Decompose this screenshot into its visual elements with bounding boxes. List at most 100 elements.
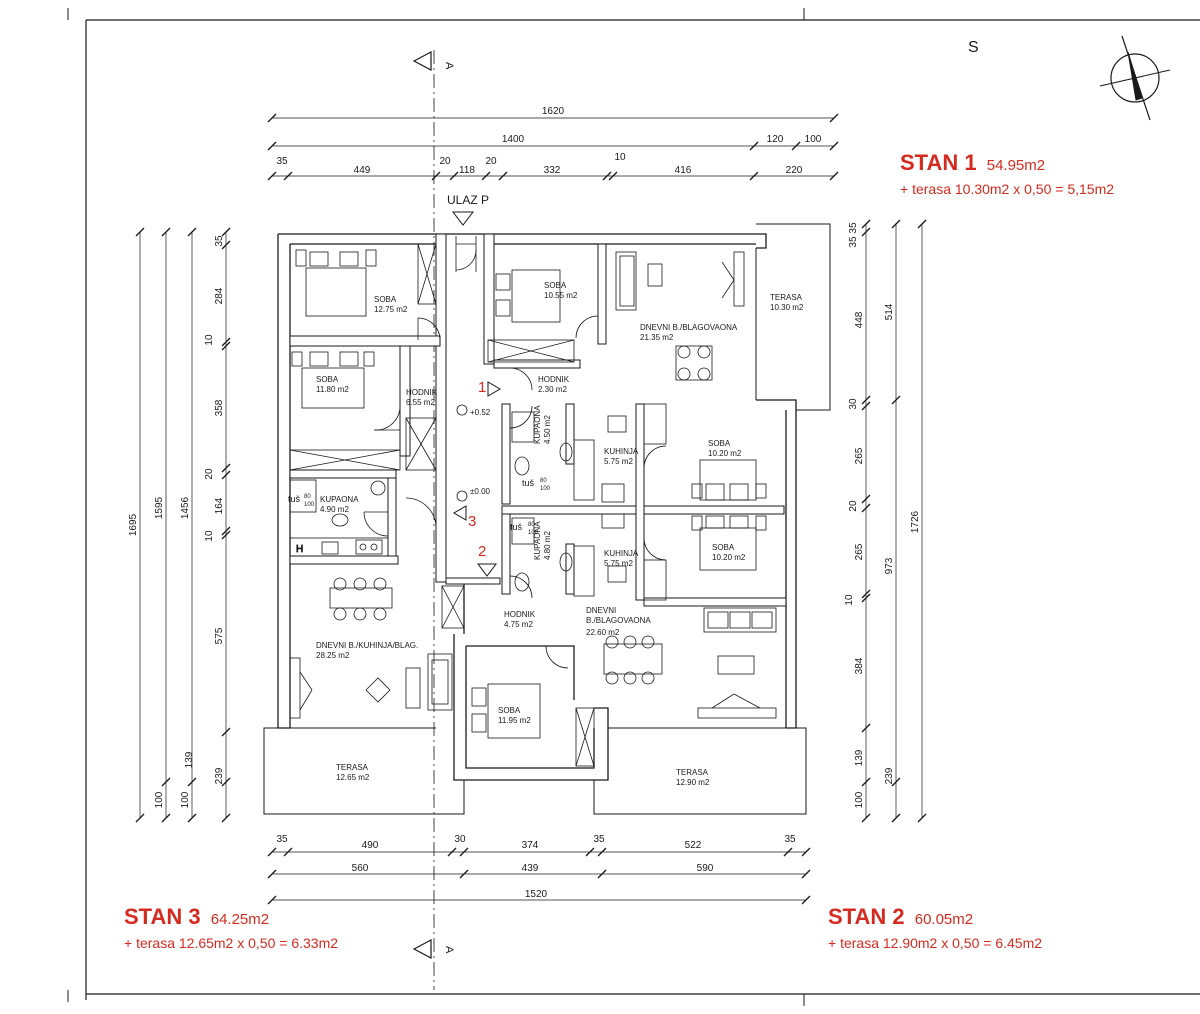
- room-area: B./BLAGOVAONA: [586, 616, 651, 625]
- dim-right-514: 514: [884, 303, 895, 320]
- room-name: DNEVNI B./KUHINJA/BLAG.: [316, 641, 418, 650]
- room-name: KUPAONA: [533, 405, 542, 444]
- stair-mark-2: 2: [478, 543, 486, 560]
- tus-label: tuš: [288, 494, 301, 504]
- room-name: KUPAONA: [533, 521, 542, 560]
- dim-top-row: 449: [354, 165, 371, 176]
- stair-mark-1: 1: [478, 379, 486, 396]
- sheet-frame: [67, 8, 1200, 1006]
- room-name: KUHINJA: [604, 447, 639, 456]
- top-dimension-texts: 1620 1400 120 100 35 449 20 118 20 332 1…: [276, 106, 821, 176]
- dim-left-mid: 1595: [154, 496, 165, 519]
- dim-right-total: 1726: [910, 510, 921, 533]
- dim-right-chain: 35: [848, 222, 859, 234]
- dim-right-chain: 100: [854, 791, 865, 808]
- dim-bottom-row1: 35: [276, 834, 288, 845]
- apartment-summary-stan1: STAN 1 54.95m2 + terasa 10.30m2 x 0,50 =…: [900, 150, 1114, 197]
- stair-arrow-icon: [477, 563, 497, 577]
- window-openings: [289, 236, 667, 767]
- left-dimension-texts: 1695 1595 100 1456 100 35 284 10 358 20 …: [128, 235, 225, 808]
- dim-right-973: 973: [884, 557, 895, 574]
- dim-bottom-row1: 30: [454, 834, 466, 845]
- room-name: TERASA: [336, 763, 369, 772]
- dim-bottom-total: 1520: [525, 889, 548, 900]
- bottom-dimension-lines: [267, 847, 811, 905]
- room-area: 10.30 m2: [770, 303, 804, 312]
- stan2-area: 60.05m2: [915, 911, 973, 928]
- apartment-summary-stan3: STAN 3 64.25m2 + terasa 12.65m2 x 0,50 =…: [124, 904, 338, 951]
- dim-left-100a: 100: [154, 791, 165, 808]
- tus-label: tuš: [522, 478, 535, 488]
- stan2-title: STAN 2: [828, 904, 905, 929]
- dim-top-row: 220: [786, 165, 803, 176]
- dim-top-total: 1620: [542, 106, 565, 117]
- tus-dim-bottom: 100: [304, 502, 315, 508]
- room-area: 4.90 m2: [320, 505, 349, 514]
- dim-left-chain: 284: [214, 287, 225, 304]
- stan3-terrace: + terasa 12.65m2 x 0,50 = 6.33m2: [124, 935, 338, 951]
- stan3-area: 64.25m2: [211, 911, 269, 928]
- room-name: SOBA: [708, 439, 731, 448]
- room-area: 10.20 m2: [708, 449, 742, 458]
- svg-text:STAN 2 60.05m2: STAN 2 60.05m2: [828, 904, 973, 929]
- section-marker-bottom: A: [443, 946, 455, 954]
- room-name: HODNIK: [504, 610, 536, 619]
- top-dimension-lines: [267, 113, 839, 181]
- dim-right-chain: 30: [848, 398, 859, 410]
- dim-top-mid: 1400: [502, 134, 525, 145]
- dim-top-row: 118: [459, 165, 475, 176]
- stair-arrow-icon: [453, 505, 467, 521]
- dim-left-chain: 10: [204, 530, 215, 542]
- level-zero: ±0.00: [470, 487, 491, 496]
- dim-top-row: 35: [276, 156, 288, 167]
- room-area: 12.90 m2: [676, 778, 710, 787]
- room-area: 5.75 m2: [604, 559, 633, 568]
- stan2-terrace: + terasa 12.90m2 x 0,50 = 6.45m2: [828, 935, 1042, 951]
- furniture: H: [289, 249, 777, 739]
- svg-text:STAN 3 64.25m2: STAN 3 64.25m2: [124, 904, 269, 929]
- room-name: TERASA: [770, 293, 803, 302]
- room-name: SOBA: [712, 543, 735, 552]
- tus-dim-top: 80: [540, 478, 547, 484]
- apartment-summary-stan2: STAN 2 60.05m2 + terasa 12.90m2 x 0,50 =…: [828, 904, 1042, 951]
- room-area: 21.35 m2: [640, 333, 674, 342]
- room-name: TERASA: [676, 768, 709, 777]
- entrance-arrow-icon: [451, 211, 475, 226]
- room-area: 28.25 m2: [316, 651, 350, 660]
- room-name: DNEVNI B./BLAGOVAONA: [640, 323, 738, 332]
- dim-top-row: 20: [485, 156, 497, 167]
- dim-right-chain: 20: [848, 500, 859, 512]
- dim-top-120: 120: [767, 134, 784, 145]
- dim-right-chain: 139: [854, 749, 865, 766]
- tus-dim-bottom: 100: [528, 530, 539, 536]
- room-area: 4.75 m2: [504, 620, 533, 629]
- section-marker-top: A: [443, 62, 455, 70]
- room-area: 2.30 m2: [538, 385, 567, 394]
- svg-text:STAN 1 54.95m2: STAN 1 54.95m2: [900, 150, 1045, 175]
- room-area: 10.20 m2: [712, 553, 746, 562]
- right-dimension-texts: 35 35 448 30 265 20 265 10 384 139 100 5…: [844, 222, 921, 808]
- dim-bottom-row2: 439: [522, 863, 539, 874]
- level-plus: +0.52: [470, 408, 491, 417]
- section-line-a: [412, 50, 435, 990]
- room-name: SOBA: [498, 706, 521, 715]
- stair-mark-3: 3: [468, 513, 476, 530]
- dim-bottom-row2: 590: [697, 863, 714, 874]
- room-name: HODNIK: [406, 388, 438, 397]
- tus-dim-top: 80: [304, 494, 311, 500]
- room-area: 22.60 m2: [586, 628, 620, 637]
- room-area: 5.75 m2: [604, 457, 633, 466]
- dim-top-row: 332: [544, 165, 561, 176]
- dim-left-chain: 20: [204, 468, 215, 480]
